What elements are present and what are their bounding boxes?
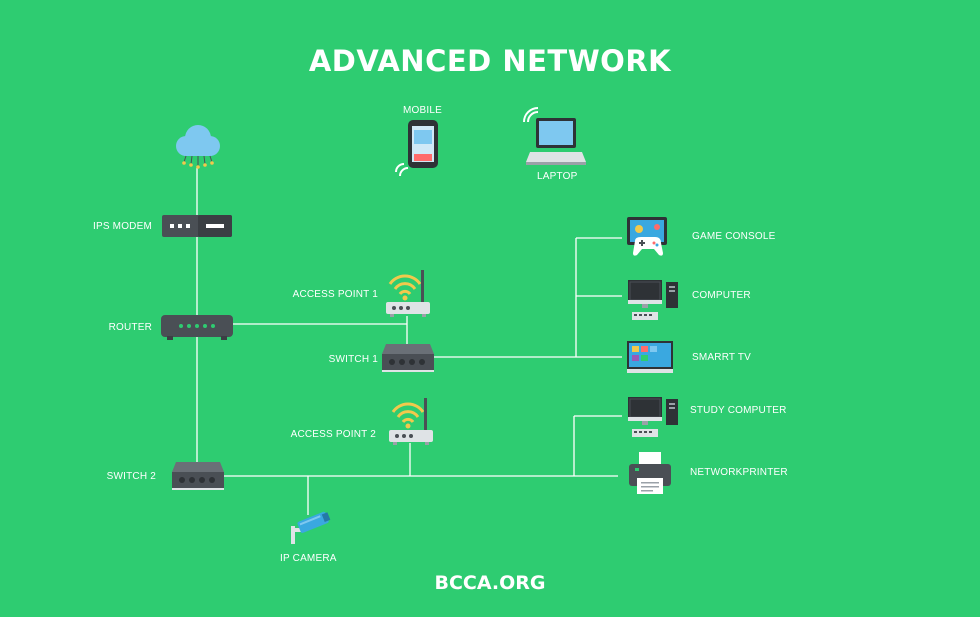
ip-camera-label: IP CAMERA	[280, 553, 337, 564]
printer-icon	[629, 452, 671, 494]
laptop-label: LAPTOP	[537, 171, 578, 182]
router-icon	[161, 315, 233, 340]
access-point-1-label: ACCESS POINT 1	[292, 289, 378, 300]
game-console-label: GAME CONSOLE	[692, 231, 776, 242]
footer-brand: BCCA.ORG	[434, 572, 546, 594]
modem-label: IPS MODEM	[92, 221, 152, 232]
study-computer-label: STUDY COMPUTER	[690, 405, 787, 416]
desktop-computer-icon	[628, 397, 678, 437]
switch-2-label: SWITCH 2	[106, 471, 156, 482]
switch-icon	[382, 344, 434, 372]
mobile-label: MOBILE	[403, 105, 442, 116]
switch-1-label: SWITCH 1	[328, 354, 378, 365]
smart-tv-icon	[627, 341, 673, 373]
cloud-icon	[176, 125, 220, 169]
modem-icon	[162, 215, 232, 237]
switch-icon	[172, 462, 224, 490]
router-label: ROUTER	[108, 322, 152, 333]
computer-label: COMPUTER	[692, 290, 751, 301]
access-point-icon	[386, 270, 430, 317]
network-printer-label: NETWORKPRINTER	[690, 467, 788, 478]
laptop-icon	[523, 107, 586, 165]
ip-camera-icon	[291, 511, 331, 544]
access-point-2-label: ACCESS POINT 2	[290, 429, 376, 440]
game-console-icon	[627, 217, 667, 256]
diagram-title: ADVANCED NETWORK	[308, 44, 672, 78]
smart-tv-label: SMARRT TV	[692, 352, 752, 363]
mobile-phone-icon	[395, 120, 438, 177]
desktop-computer-icon	[628, 280, 678, 320]
access-point-icon	[389, 398, 433, 445]
